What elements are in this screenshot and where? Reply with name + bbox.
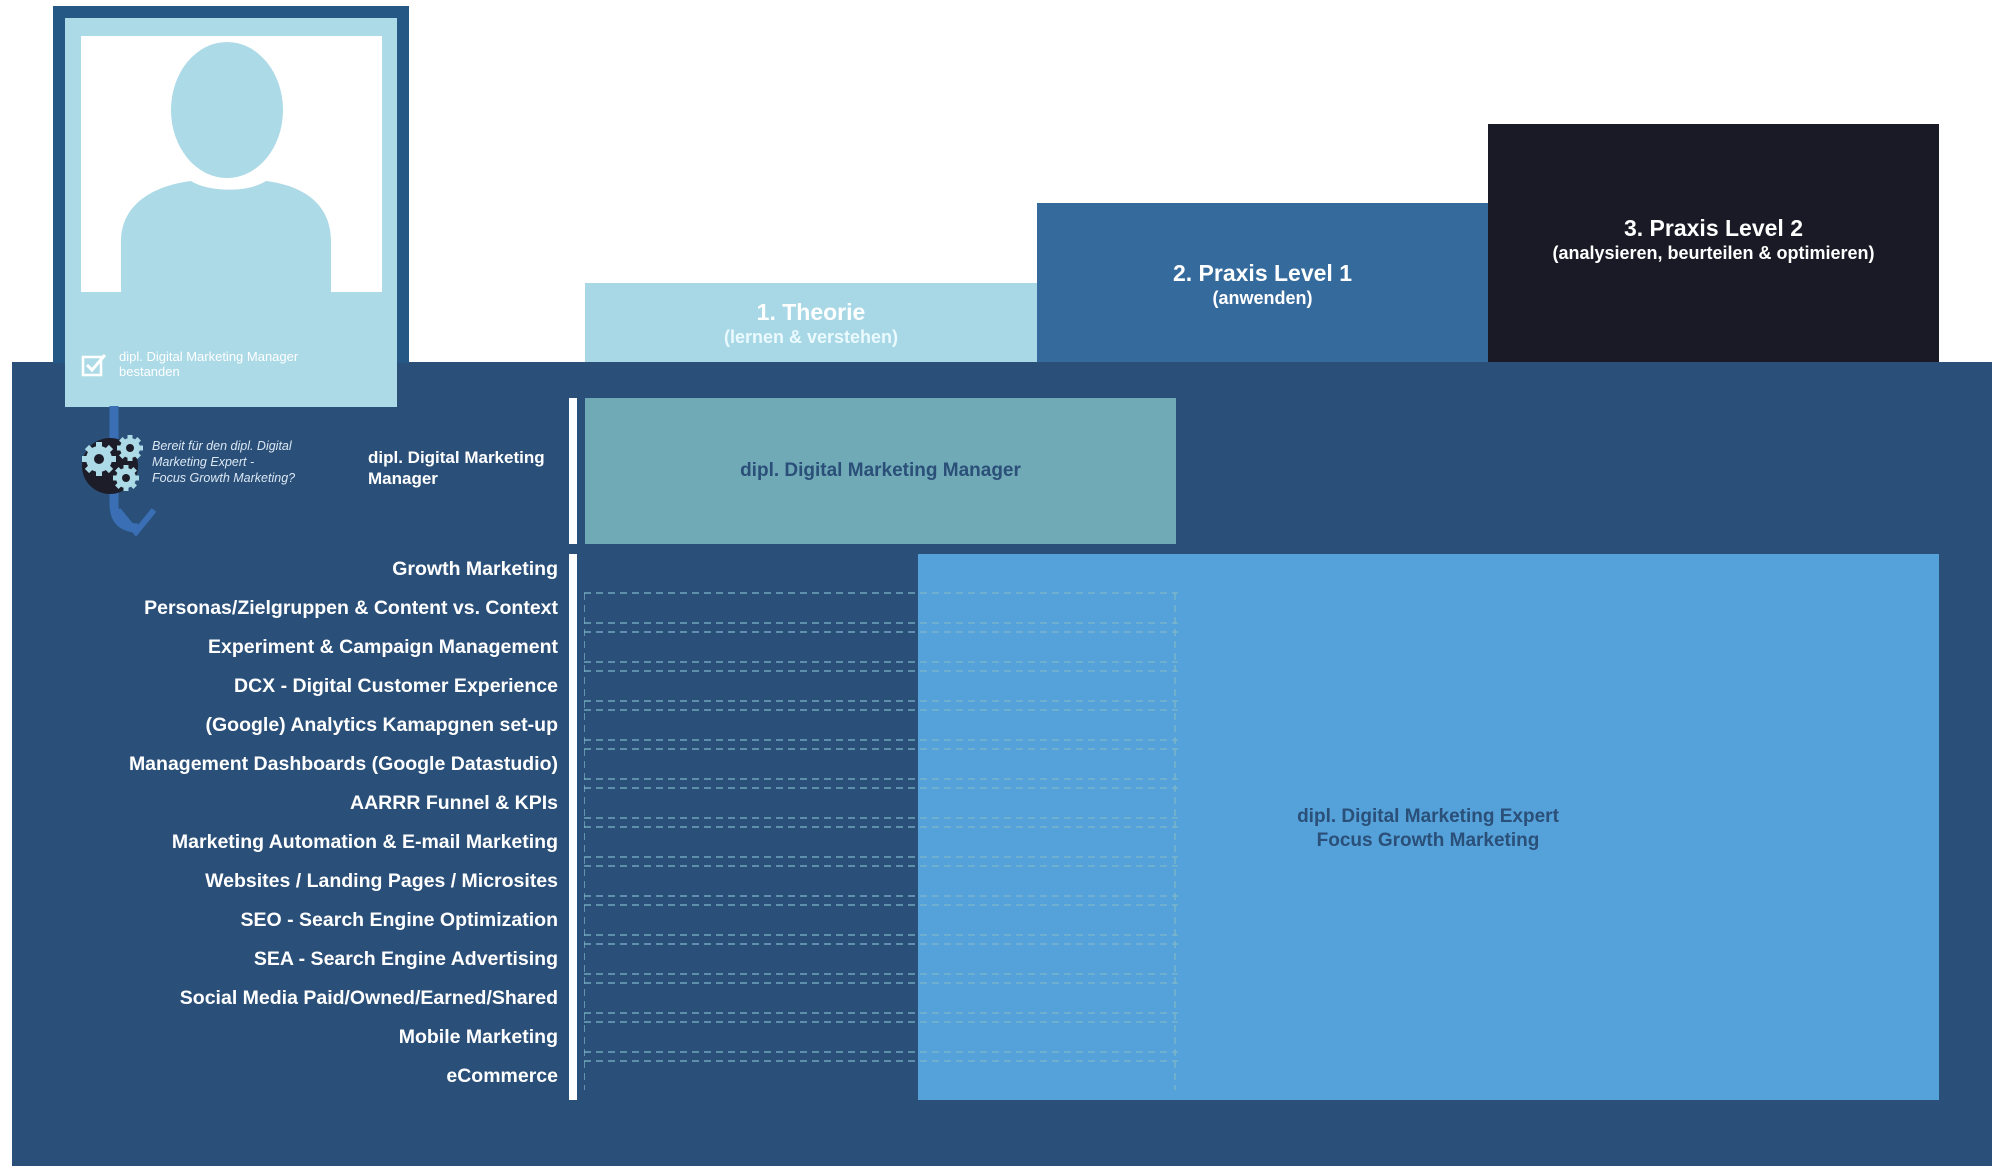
manager-program-box: dipl. Digital Marketing Manager — [585, 398, 1176, 544]
person-silhouette-icon — [121, 42, 331, 292]
topic-item: Websites / Landing Pages / Microsites — [205, 870, 558, 892]
level-praxis-1-subtitle: (anwenden) — [1212, 288, 1313, 308]
level-theorie-title: 1. Theorie — [756, 299, 866, 325]
topic-item: Experiment & Campaign Management — [208, 636, 558, 658]
topic-item: SEO - Search Engine Optimization — [240, 909, 558, 931]
avatar — [81, 36, 382, 292]
question-line-3: Focus Growth Marketing? — [152, 471, 296, 485]
dashed-grid — [584, 592, 1178, 1090]
manager-program-label: dipl. Digital Marketing Manager — [740, 460, 1021, 481]
readiness-question: Bereit für den dipl. Digital Marketing E… — [152, 438, 332, 486]
passed-line-2: bestanden — [119, 364, 180, 379]
divider-topics — [569, 554, 577, 1100]
gears-icon — [82, 435, 143, 494]
topic-item: Social Media Paid/Owned/Earned/Shared — [179, 987, 558, 1009]
topic-item: Management Dashboards (Google Datastudio… — [128, 753, 558, 775]
question-line-1: Bereit für den dipl. Digital — [152, 439, 292, 453]
checkbox-checked-icon — [81, 352, 107, 378]
level-praxis-2-subtitle: (analysieren, beurteilen & optimieren) — [1552, 243, 1875, 263]
level-praxis-2: 3. Praxis Level 2 (analysieren, beurteil… — [1488, 124, 1939, 363]
divider-manager — [569, 398, 577, 544]
topic-item: Personas/Zielgruppen & Content vs. Conte… — [144, 597, 558, 619]
topic-item: Growth Marketing — [392, 558, 558, 580]
topic-item: Mobile Marketing — [398, 1026, 558, 1048]
down-arrow-icon — [109, 406, 157, 537]
expert-label-line-2: Focus Growth Marketing — [1316, 830, 1540, 851]
topic-item: Marketing Automation & E-mail Marketing — [171, 831, 558, 853]
question-line-2: Marketing Expert - — [152, 455, 255, 469]
topic-item: SEA - Search Engine Advertising — [253, 948, 558, 970]
expert-label-line-1: dipl. Digital Marketing Expert — [1297, 806, 1559, 827]
topic-item: DCX - Digital Customer Experience — [234, 675, 558, 697]
level-praxis-1-title: 2. Praxis Level 1 — [1172, 260, 1352, 286]
level-theorie: 1. Theorie (lernen & verstehen) — [585, 283, 1037, 363]
topic-item: eCommerce — [446, 1065, 558, 1087]
level-theorie-subtitle: (lernen & verstehen) — [723, 327, 899, 347]
expert-program-label: dipl. Digital Marketing Expert Focus Gro… — [1290, 805, 1566, 853]
topic-item: AARRR Funnel & KPIs — [349, 792, 558, 814]
manager-label-line-2: Manager — [368, 469, 438, 488]
manager-label-line-1: dipl. Digital Marketing — [368, 448, 545, 467]
level-praxis-2-title: 3. Praxis Level 2 — [1623, 215, 1803, 241]
topic-item: (Google) Analytics Kamapgnen set-up — [205, 714, 559, 736]
passed-line-1: dipl. Digital Marketing Manager — [119, 349, 299, 364]
level-praxis-1: 2. Praxis Level 1 (anwenden) — [1037, 203, 1488, 363]
manager-row-label: dipl. Digital Marketing Manager — [368, 447, 560, 489]
passed-status-text: dipl. Digital Marketing Manager bestande… — [119, 349, 379, 379]
